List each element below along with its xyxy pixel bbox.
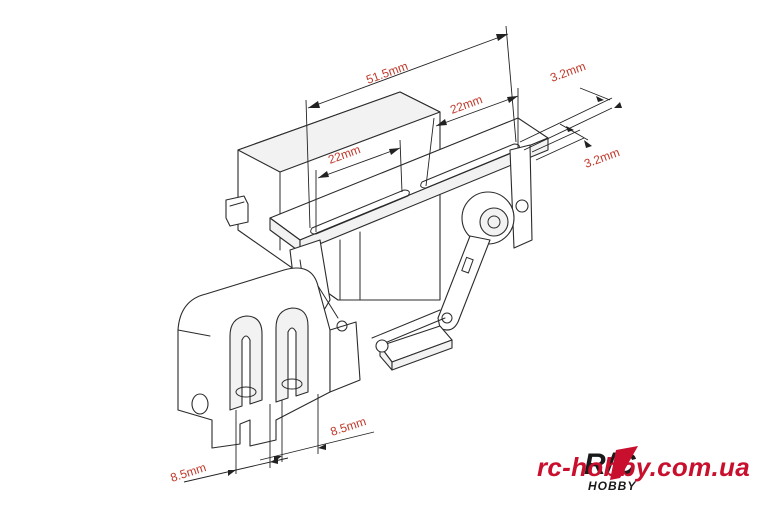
rc-hobby-logo: R/C HOBBY xyxy=(584,446,638,493)
left-slot xyxy=(310,189,410,235)
dimension-lines xyxy=(183,25,622,483)
dim-slot-right: 22mm xyxy=(448,92,484,117)
servo-arm-linkage xyxy=(371,191,529,371)
dim-slot-width-top: 3.2mm xyxy=(548,59,587,85)
svg-text:HOBBY: HOBBY xyxy=(588,479,636,493)
dim-slot-width-side: 3.2mm xyxy=(582,145,621,171)
website-url[interactable]: rc-hobby.com.ua xyxy=(536,452,750,482)
fork-clamp xyxy=(177,267,361,449)
slotted-plate xyxy=(269,117,549,253)
dim-overall-length: 51.5mm xyxy=(364,59,410,87)
